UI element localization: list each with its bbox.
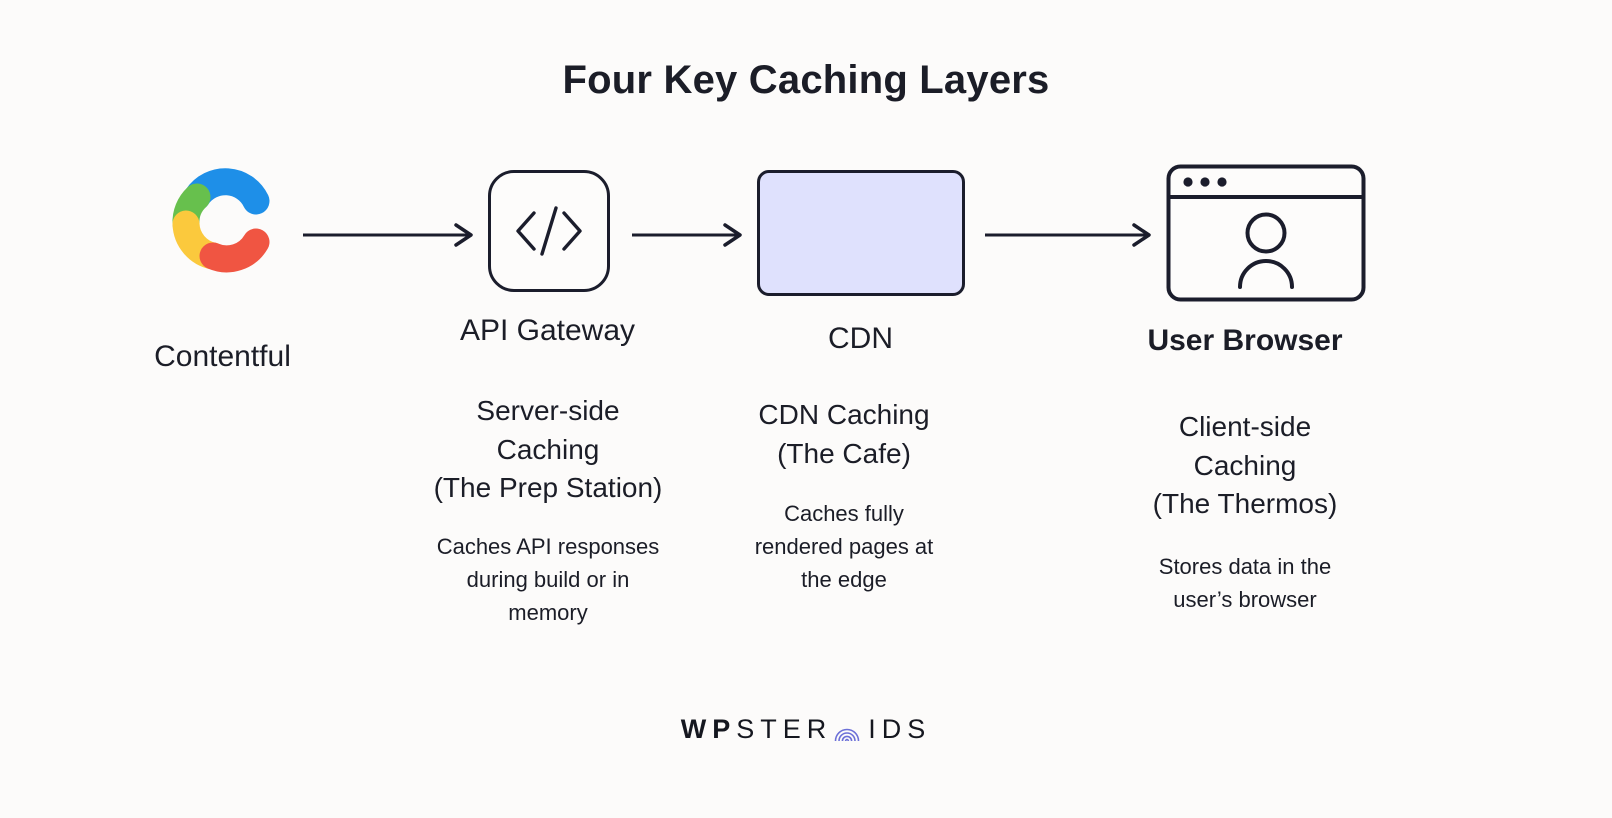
description-title-api-gateway: Server-side Caching (The Prep Station) (433, 395, 663, 504)
arrow-cdn-to-browser (985, 222, 1153, 248)
arrow-contentful-to-api (303, 222, 475, 248)
wordmark-ster: STER (736, 714, 833, 744)
browser-window-user-icon (1166, 164, 1366, 306)
page-title: Four Key Caching Layers (562, 58, 1050, 102)
node-caption-contentful: Contentful (154, 340, 291, 373)
description-api-gateway: Server-side Caching (The Prep Station) C… (398, 392, 698, 629)
flow-row (0, 150, 1612, 320)
description-sub-cdn: Caches fully rendered pages at the edge (754, 501, 934, 593)
description-user-browser: Client-side Caching (The Thermos) Stores… (1100, 408, 1390, 616)
node-caption-user-browser: User Browser (1147, 324, 1343, 357)
node-caption-api-gateway: API Gateway (459, 314, 636, 347)
node-user-browser (1166, 164, 1366, 302)
wordmark-ids: IDS (868, 714, 932, 744)
node-api-gateway (488, 170, 610, 292)
description-sub-user-browser: Stores data in the user’s browser (1158, 553, 1332, 612)
description-sub-api-gateway: Caches API responses during build or in … (436, 533, 660, 625)
description-cdn: CDN Caching (The Cafe) Caches fully rend… (715, 396, 973, 596)
arrow-api-to-cdn (632, 222, 744, 248)
node-contentful (168, 166, 274, 276)
node-cdn (757, 170, 965, 296)
concentric-rings-icon (833, 717, 861, 745)
description-title-cdn: CDN Caching (The Cafe) (758, 399, 930, 469)
node-caption-cdn: CDN (828, 322, 893, 355)
footer-wordmark: WP STER IDS (0, 714, 1612, 745)
code-brackets-icon (491, 173, 607, 289)
wordmark-wp: WP (680, 714, 737, 744)
description-title-user-browser: Client-side Caching (The Thermos) (1152, 411, 1338, 520)
contentful-logo-icon (168, 166, 274, 276)
